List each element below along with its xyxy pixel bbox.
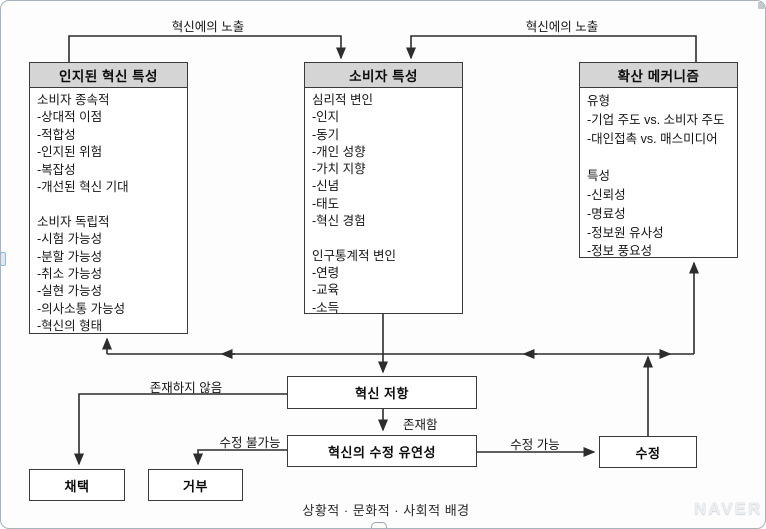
rejection-box: 거부 bbox=[148, 469, 243, 501]
list-line: -동기 bbox=[312, 127, 340, 142]
naver-watermark: NAVER bbox=[694, 499, 763, 518]
perceived-innovation-characteristics-box: 인지된 혁신 특성 소비자 종속적 -상대적 이점 -적합성 -인지된 위험 -복잡성 -… bbox=[29, 62, 188, 334]
list-line: -연령 bbox=[312, 265, 340, 280]
label-exposure-left: 혁신에의 노출 bbox=[171, 20, 245, 34]
list-line: -개선된 혁신 기대 bbox=[37, 180, 129, 195]
perceived-box-list: 소비자 종속적-상대적 이점-적합성-인지된 위험-복잡성-개선된 혁신 기대 … bbox=[30, 88, 187, 336]
context-caption: 상황적 · 문화적 · 사회적 배경 bbox=[302, 503, 470, 518]
arrow-exposure-left-to-consumer bbox=[68, 35, 346, 62]
list-line: 소비자 종속적 bbox=[37, 93, 110, 107]
list-line: -의사소통 가능성 bbox=[37, 301, 126, 316]
list-line: -취소 가능성 bbox=[37, 267, 103, 282]
list-line: -정보 풍요성 bbox=[587, 244, 653, 259]
resize-handle-bottom[interactable] bbox=[371, 522, 387, 528]
label-exposure-right: 혁신에의 노출 bbox=[525, 20, 599, 34]
modification-label: 수정 bbox=[635, 445, 661, 461]
list-line bbox=[37, 196, 182, 213]
label-not-exist: 존재하지 않음 bbox=[149, 381, 223, 395]
list-line: -실현 가능성 bbox=[37, 284, 103, 299]
list-line bbox=[312, 230, 457, 247]
list-line bbox=[587, 148, 732, 167]
list-line: -교육 bbox=[312, 283, 340, 298]
list-line: -명료성 bbox=[587, 206, 626, 221]
perceived-box-title: 인지된 혁신 특성 bbox=[30, 63, 187, 88]
diffusion-box-title: 확산 메커니즘 bbox=[580, 63, 737, 88]
consumer-box-title: 소비자 특성 bbox=[305, 63, 462, 88]
label-cannot-modify: 수정 불가능 bbox=[219, 436, 281, 450]
modification-flexibility-box: 혁신의 수정 유연성 bbox=[287, 435, 477, 467]
list-line: -태도 bbox=[312, 196, 340, 211]
arrow-resistance-to-adoption bbox=[74, 393, 287, 466]
list-line: -정보원 유사성 bbox=[587, 225, 664, 240]
resize-handle-top-right[interactable] bbox=[758, 2, 765, 9]
list-line: -시험 가능성 bbox=[37, 232, 103, 247]
list-line: -혁신 경험 bbox=[312, 214, 366, 229]
list-line: 심리적 변인 bbox=[312, 93, 373, 107]
diffusion-mechanism-box: 확산 메커니즘 유형 -기업 주도 vs. 소비자 주도 -대인접촉 vs. 매스미… bbox=[579, 62, 738, 258]
label-exist: 존재함 bbox=[403, 418, 438, 432]
consumer-box-list: 심리적 변인 -인지 -동기 -개인 성향 -가치 지향 -신념 -태도 -혁신 경험 인구통… bbox=[305, 88, 462, 317]
list-line: -소득 bbox=[312, 300, 340, 315]
list-line: 소비자 독립적 bbox=[37, 214, 110, 229]
modification-box: 수정 bbox=[599, 436, 697, 468]
list-line: -가치 지향 bbox=[312, 162, 366, 177]
list-line: -적합성 bbox=[37, 127, 76, 142]
list-line: -개인 성향 bbox=[312, 144, 366, 159]
innovation-resistance-label: 혁신 저항 bbox=[355, 386, 409, 401]
list-line: -대인접촉 vs. 매스미디어 bbox=[587, 131, 718, 146]
adoption-label: 채택 bbox=[64, 478, 90, 494]
list-line: -복잡성 bbox=[37, 162, 76, 177]
list-line: -분할 가능성 bbox=[37, 249, 103, 264]
list-line: -인지된 위험 bbox=[37, 145, 103, 160]
modification-flexibility-label: 혁신의 수정 유연성 bbox=[328, 444, 436, 460]
adoption-box: 채택 bbox=[29, 469, 125, 501]
consumer-characteristics-box: 소비자 특성 심리적 변인 -인지 -동기 -개인 성향 -가치 지향 -신념 -태도 -혁신… bbox=[304, 62, 463, 317]
rejection-label: 거부 bbox=[183, 478, 208, 494]
label-can-modify: 수정 가능 bbox=[510, 438, 560, 452]
arrow-exposure-right-to-consumer bbox=[406, 35, 697, 62]
arrow-flexibility-to-rejection bbox=[193, 449, 287, 466]
list-line: -혁신의 형태 bbox=[37, 319, 103, 334]
list-line: -상대적 이점 bbox=[37, 110, 103, 125]
list-line: 특성 bbox=[587, 169, 611, 184]
list-line: -인지 bbox=[312, 110, 340, 125]
list-line: -신념 bbox=[312, 179, 340, 194]
list-line: 인구통계적 변인 bbox=[312, 248, 396, 263]
list-line: -신뢰성 bbox=[587, 187, 626, 202]
resize-handle-left[interactable] bbox=[1, 252, 6, 266]
list-line: 유형 bbox=[587, 94, 611, 108]
list-line: -기업 주도 vs. 소비자 주도 bbox=[587, 112, 725, 127]
innovation-resistance-box: 혁신 저항 bbox=[287, 376, 477, 409]
diffusion-box-list: 유형 -기업 주도 vs. 소비자 주도 -대인접촉 vs. 매스미디어 특성 -신뢰… bbox=[580, 88, 737, 261]
